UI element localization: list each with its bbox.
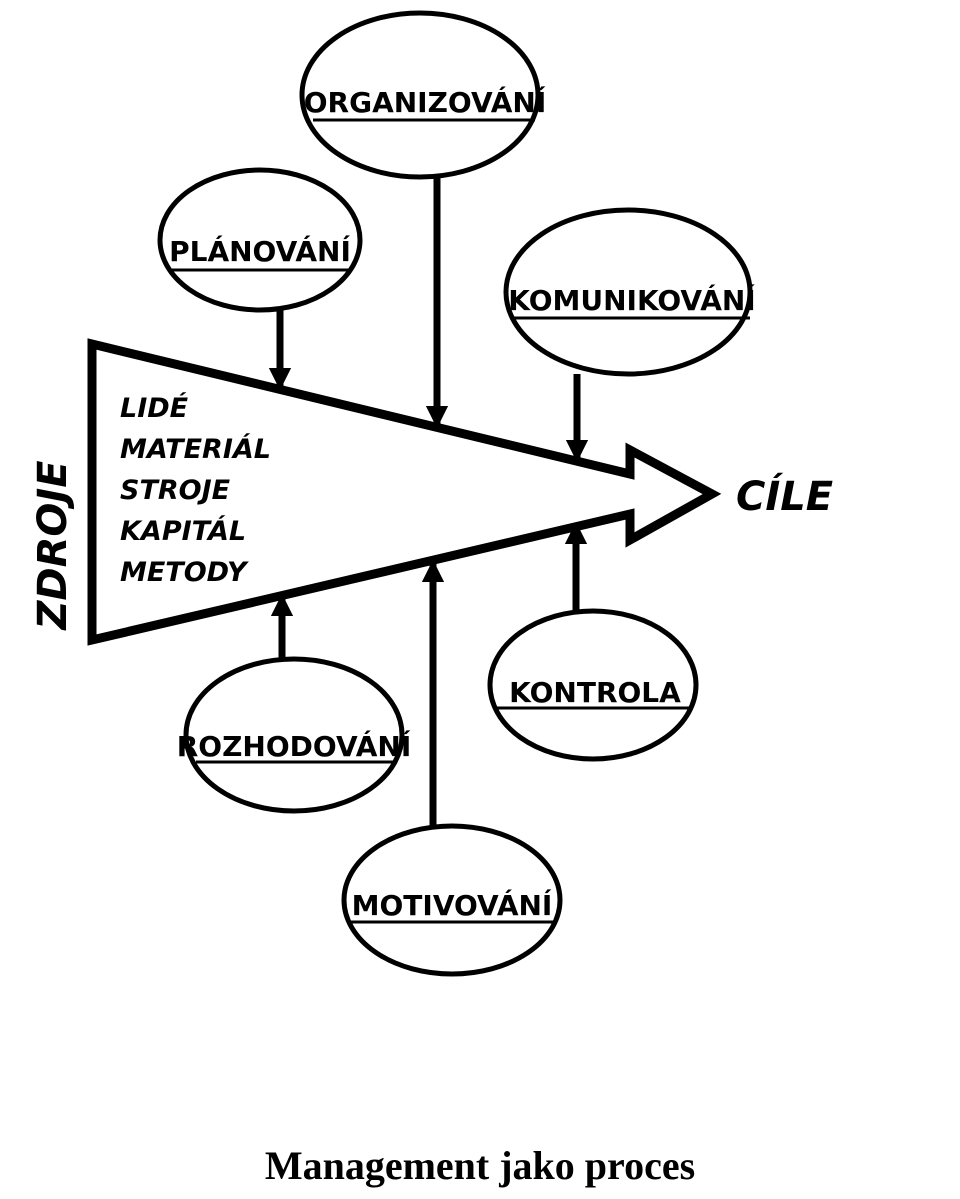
function-organizovani: ORGANIZOVÁNÍ [299, 10, 547, 180]
resources-list: LIDÉ MATERIÁL STROJE KAPITÁL METODY [120, 392, 271, 588]
function-label: KONTROLA [509, 676, 681, 709]
resource-item: KAPITÁL [120, 515, 246, 547]
process-wedge-arrow [87, 338, 722, 646]
function-ellipse [157, 167, 363, 313]
resource-item: LIDÉ [120, 392, 189, 424]
figure-caption: Management jako proces [264, 1143, 696, 1188]
goal-label: CÍLE [736, 472, 833, 520]
function-ellipse [487, 608, 699, 762]
function-label: ORGANIZOVÁNÍ [304, 85, 547, 119]
function-kontrola: KONTROLA [487, 608, 699, 762]
function-ellipse [503, 207, 753, 377]
function-rozhodovani: ROZHODOVÁNÍ [177, 656, 412, 814]
function-ellipse [299, 10, 541, 180]
resource-item: METODY [120, 557, 249, 588]
resource-item: MATERIÁL [120, 433, 271, 465]
resource-item: STROJE [120, 475, 231, 506]
function-label: PLÁNOVÁNÍ [169, 234, 351, 268]
function-label: ROZHODOVÁNÍ [177, 729, 412, 763]
function-motivovani: MOTIVOVÁNÍ [341, 823, 563, 977]
function-label: MOTIVOVÁNÍ [352, 888, 553, 922]
function-label: KOMUNIKOVÁNÍ [508, 283, 755, 317]
function-ellipse [183, 656, 405, 814]
function-ellipse [341, 823, 563, 977]
resources-label: ZDROJE [30, 460, 76, 631]
function-komunikovani: KOMUNIKOVÁNÍ [503, 207, 756, 377]
function-planovani: PLÁNOVÁNÍ [157, 167, 363, 313]
